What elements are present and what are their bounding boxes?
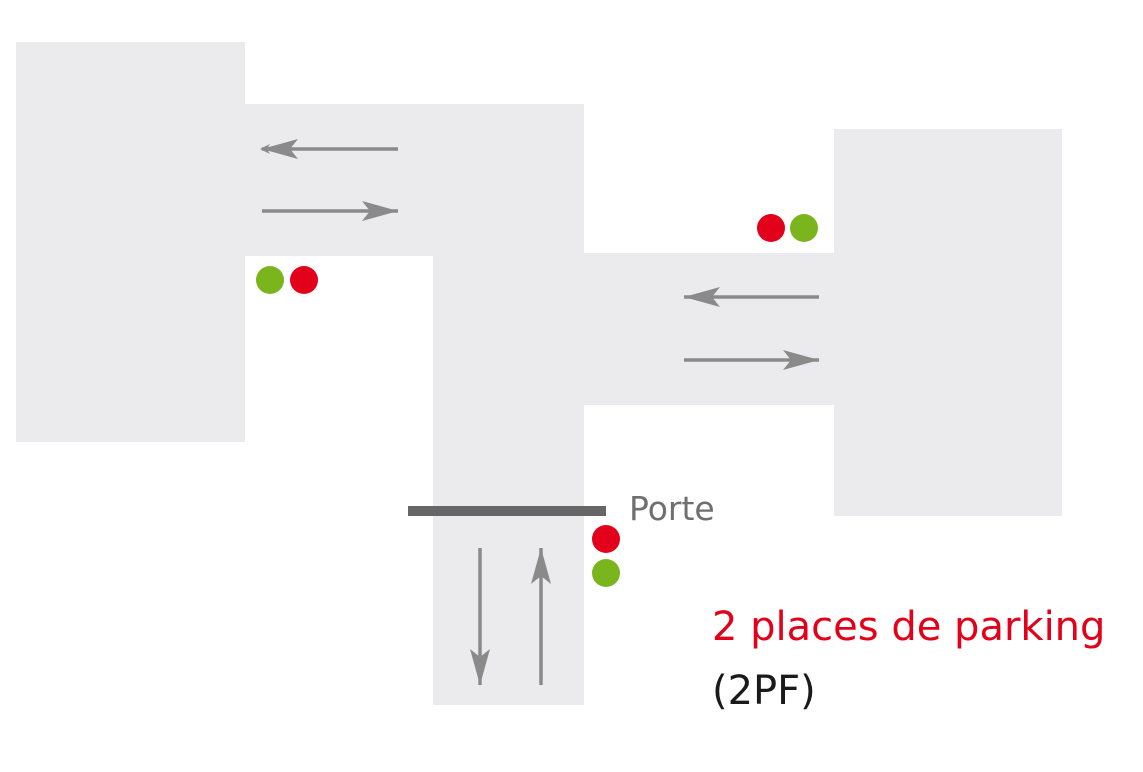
arrowhead-icon <box>531 548 551 584</box>
arrowhead-icon <box>470 649 490 685</box>
right-area <box>834 129 1062 516</box>
traffic-light-icon <box>256 266 318 294</box>
arrowhead-icon <box>362 201 398 221</box>
parking-title: 2 places de parking <box>712 604 1106 650</box>
arrowhead-icon <box>783 350 819 370</box>
parking-code: (2PF) <box>712 668 816 714</box>
door-bar <box>408 506 606 516</box>
traffic-light-icon <box>757 214 818 242</box>
door-label: Porte <box>629 489 715 528</box>
middle-corridor <box>584 253 834 405</box>
top-corridor <box>245 104 584 256</box>
traffic-light-icon <box>592 525 620 587</box>
left-area <box>16 42 245 442</box>
arrowhead-icon <box>262 139 298 159</box>
arrowhead-icon <box>684 287 720 307</box>
vertical-corridor <box>433 256 584 705</box>
